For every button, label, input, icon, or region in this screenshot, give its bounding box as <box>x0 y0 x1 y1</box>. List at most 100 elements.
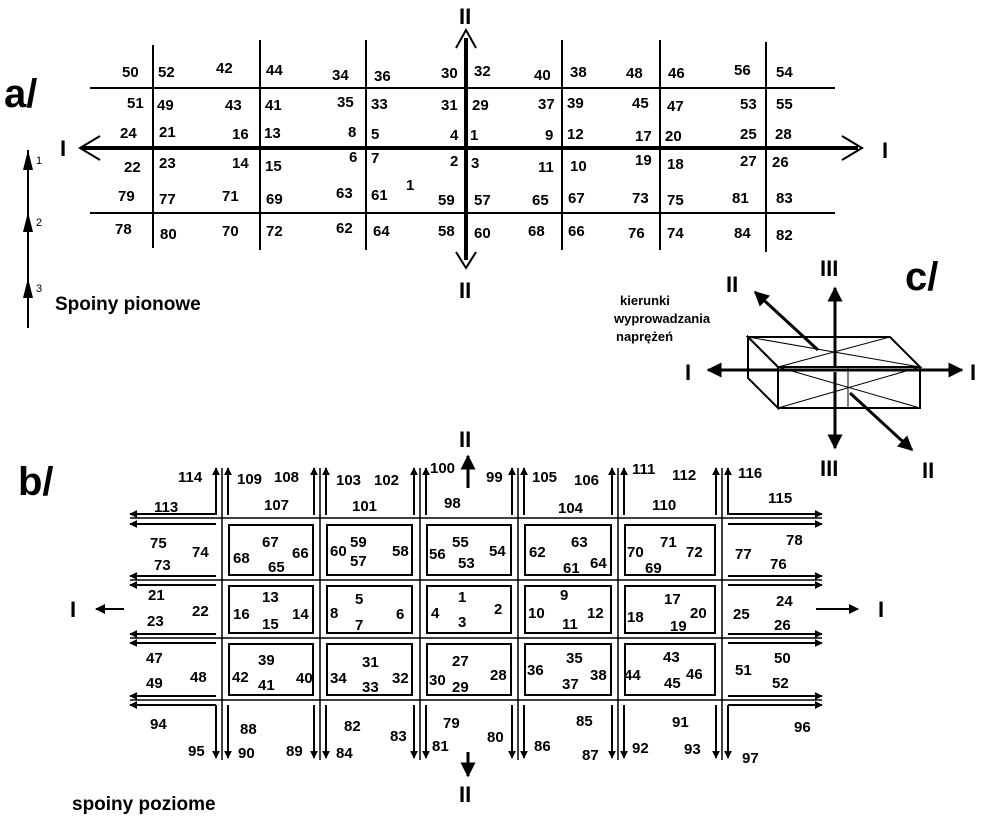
weld-number: 65 <box>268 559 285 576</box>
weld-number: 78 <box>786 532 803 549</box>
weld-number: 84 <box>734 225 751 242</box>
panel-b-cell-frames <box>228 524 716 696</box>
weld-number: 24 <box>120 125 137 142</box>
weld-number: 15 <box>262 616 279 633</box>
weld-number: 77 <box>735 546 752 563</box>
panel-a-axis-ii-top-label: II <box>459 4 471 29</box>
weld-number: 57 <box>474 192 491 209</box>
weld-number: 33 <box>362 679 379 696</box>
weld-number: 108 <box>274 469 299 486</box>
weld-number: 96 <box>794 719 811 736</box>
weld-number: 100 <box>430 460 455 477</box>
weld-number: 75 <box>667 192 684 209</box>
weld-number: 4 <box>450 127 459 144</box>
weld-number: 20 <box>665 128 682 145</box>
weld-number: 83 <box>390 728 407 745</box>
weld-number: 65 <box>532 192 549 209</box>
weld-number: 19 <box>670 618 687 635</box>
weld-number: 69 <box>645 560 662 577</box>
weld-number: 23 <box>159 155 176 172</box>
weld-number: 111 <box>632 461 655 478</box>
weld-number: 80 <box>160 226 177 243</box>
weld-number: 16 <box>233 606 250 623</box>
weld-number: 40 <box>296 670 313 687</box>
weld-number: 19 <box>635 152 652 169</box>
weld-number: 28 <box>775 126 792 143</box>
panel-a-axis-i-right-arrowhead <box>841 135 864 161</box>
weld-number: 98 <box>444 495 461 512</box>
weld-number: 61 <box>563 560 580 577</box>
weld-number: 12 <box>587 605 604 622</box>
weld-number: 10 <box>528 605 545 622</box>
weld-number: 16 <box>232 126 249 143</box>
weld-number: 91 <box>672 714 689 731</box>
weld-number: 51 <box>127 95 144 112</box>
panel-a-axis-i-left-arrowhead <box>78 135 101 161</box>
weld-number: 71 <box>222 188 239 205</box>
weld-number: 47 <box>667 98 684 115</box>
weld-number: 14 <box>232 155 249 172</box>
weld-number: 106 <box>574 472 599 489</box>
weld-number: 76 <box>770 556 787 573</box>
weld-number: 54 <box>489 543 506 560</box>
weld-number: 28 <box>490 667 507 684</box>
weld-number: 39 <box>567 95 584 112</box>
weld-number: 33 <box>371 96 388 113</box>
weld-number: 9 <box>545 127 553 144</box>
weld-number: 107 <box>264 497 289 514</box>
weld-number: 45 <box>632 95 649 112</box>
weld-number: 70 <box>627 544 644 561</box>
panel-a-axis-i-left-label: I <box>60 136 66 161</box>
weld-number: 67 <box>568 190 585 207</box>
weld-number: 34 <box>330 670 347 687</box>
weld-number: 109 <box>237 471 262 488</box>
weld-number: 22 <box>124 159 141 176</box>
panel-c-label: c/ <box>905 255 938 299</box>
weld-number: 6 <box>396 606 404 623</box>
weld-number: 88 <box>240 721 257 738</box>
weld-number: 115 <box>768 490 792 507</box>
weld-number: 15 <box>265 158 282 175</box>
weld-number: 62 <box>336 220 353 237</box>
weld-number: 95 <box>188 743 205 760</box>
weld-number: 42 <box>232 669 249 686</box>
weld-number: 87 <box>582 747 599 764</box>
weld-number: 26 <box>772 154 789 171</box>
weld-number: 66 <box>292 545 309 562</box>
weld-number: 27 <box>740 153 757 170</box>
weld-number: 64 <box>590 555 607 572</box>
panel-a: a/ II II I I 1 2 3 Spoiny pionowe 50 <box>4 4 888 328</box>
panel-a-caption: Spoiny pionowe <box>55 294 201 315</box>
weld-number: 25 <box>740 126 757 143</box>
weld-number: 63 <box>571 534 588 551</box>
weld-number: 83 <box>776 190 793 207</box>
weld-number: 20 <box>690 605 707 622</box>
weld-number: 29 <box>452 679 469 696</box>
weld-number: 57 <box>350 553 367 570</box>
weld-number: 81 <box>732 190 749 207</box>
weld-number: 36 <box>374 68 391 85</box>
weld-number: 82 <box>344 718 361 735</box>
weld-number: 4 <box>431 605 440 622</box>
weld-number: 69 <box>266 191 283 208</box>
weld-number: 1 <box>458 589 466 606</box>
weld-number: 73 <box>154 557 171 574</box>
weld-number: 39 <box>258 652 275 669</box>
weld-number: 58 <box>392 543 409 560</box>
weld-number: 62 <box>529 544 546 561</box>
weld-number: 21 <box>148 587 165 604</box>
weld-number: 59 <box>350 534 367 551</box>
weld-number: 74 <box>667 225 684 242</box>
weld-number: 32 <box>392 670 409 687</box>
weld-number: 61 <box>371 187 388 204</box>
weld-number: 7 <box>371 150 379 167</box>
weld-number: 74 <box>192 544 209 561</box>
weld-number: 32 <box>474 63 491 80</box>
weld-number: 35 <box>337 94 354 111</box>
weld-number: 6 <box>349 149 357 166</box>
weld-number: 7 <box>355 617 363 634</box>
weld-number: 85 <box>576 713 593 730</box>
weld-number: 47 <box>146 650 163 667</box>
weld-number: 31 <box>441 97 458 114</box>
